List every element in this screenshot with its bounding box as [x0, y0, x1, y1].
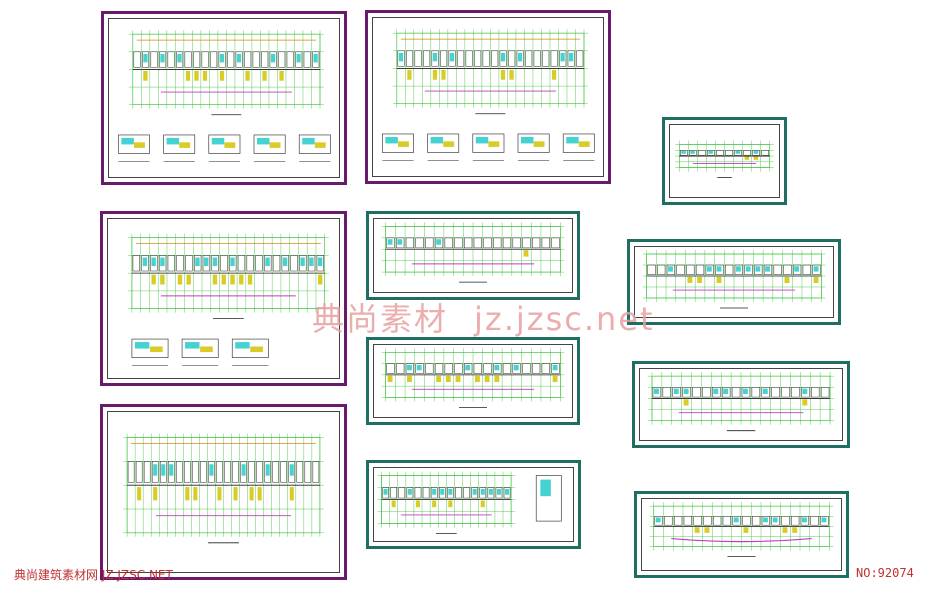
floor-plan-drawing — [118, 30, 331, 162]
drawing-sheet-9 — [100, 404, 347, 580]
floor-plan-drawing — [382, 29, 595, 161]
drawing-sheet-4 — [100, 211, 347, 386]
drawing-sheet-5 — [366, 211, 580, 300]
footer-site-label: 典尚建筑素材网 JZ.JZSC.NET — [14, 568, 173, 582]
floor-plan-drawing — [123, 433, 324, 544]
floor-plan-drawing — [381, 348, 565, 408]
floor-plan-drawing — [642, 250, 826, 309]
drawing-sheet-8 — [632, 361, 850, 448]
drawing-sheet-11 — [634, 491, 849, 578]
drawing-sheet-6 — [627, 239, 841, 325]
floor-plan-drawing — [381, 222, 565, 283]
drawing-sheet-1 — [101, 11, 347, 185]
footer-number-label: NO:92074 — [856, 566, 914, 580]
watermark-brand: 典尚素材 — [312, 300, 449, 338]
floor-plan-drawing — [675, 140, 774, 178]
floor-plan-drawing — [649, 502, 834, 558]
floor-plan-drawing — [647, 372, 835, 432]
drawing-sheet-3 — [662, 117, 787, 205]
floor-plan-drawing — [377, 471, 562, 534]
drawing-sheet-2 — [365, 10, 611, 184]
watermark: 典尚素材 jz.jzsc.net — [312, 294, 655, 340]
floor-plan-drawing — [127, 233, 329, 366]
watermark-url: jz.jzsc.net — [474, 300, 655, 338]
drawing-sheet-7 — [366, 337, 580, 425]
drawing-sheet-10 — [366, 460, 581, 549]
